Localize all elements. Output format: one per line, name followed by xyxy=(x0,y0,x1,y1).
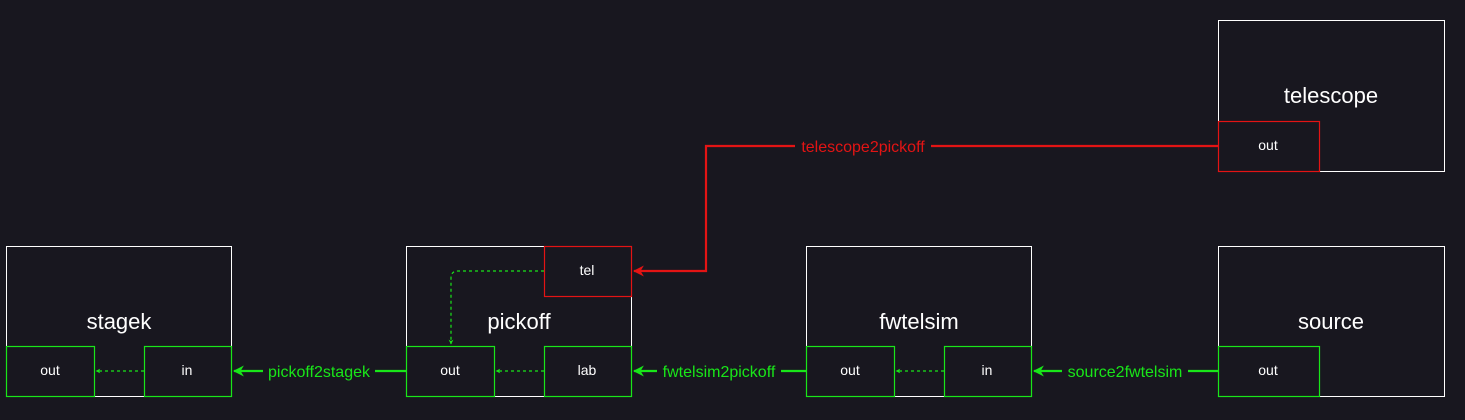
port-stagek-in[interactable]: in xyxy=(143,345,233,398)
block-pickoff[interactable]: pickoff tel out lab xyxy=(405,245,633,398)
port-source-out[interactable]: out xyxy=(1217,345,1321,398)
connection-fwtelsim2pickoff[interactable]: fwtelsim2pickoff xyxy=(632,361,806,381)
block-pickoff-frame xyxy=(406,246,632,397)
port-pickoff-out-frame xyxy=(405,345,496,398)
port-fwtelsim-out-label: out xyxy=(840,362,860,378)
block-source-title: source xyxy=(1298,309,1364,334)
port-stagek-out-frame xyxy=(5,345,96,398)
port-telescope-out-label: out xyxy=(1258,137,1278,153)
block-fwtelsim-title: fwtelsim xyxy=(879,309,958,334)
connection-telescope2pickoff-label-bg xyxy=(795,136,931,156)
port-pickoff-lab-label: lab xyxy=(578,362,597,378)
port-stagek-in-label: in xyxy=(182,362,193,378)
block-fwtelsim[interactable]: fwtelsim out in xyxy=(805,246,1033,398)
connection-fwtelsim2pickoff-label: fwtelsim2pickoff xyxy=(663,364,776,381)
block-pickoff-title: pickoff xyxy=(487,309,551,334)
port-fwtelsim-out[interactable]: out xyxy=(805,345,896,398)
connection-fwtelsim2pickoff-label-bg xyxy=(657,361,781,381)
port-pickoff-tel-frame xyxy=(543,245,633,298)
port-stagek-out-label: out xyxy=(40,362,60,378)
port-fwtelsim-in-label: in xyxy=(982,362,993,378)
block-telescope-title: telescope xyxy=(1284,83,1378,108)
port-stagek-in-frame xyxy=(143,345,233,398)
port-pickoff-lab[interactable]: lab xyxy=(543,345,633,398)
connection-telescope2pickoff-line xyxy=(632,144,1218,277)
block-stagek-frame xyxy=(6,246,232,397)
connection-source2fwtelsim-label-bg xyxy=(1062,361,1188,381)
block-stagek-title: stagek xyxy=(87,309,153,334)
port-pickoff-out-label: out xyxy=(440,362,460,378)
connection-telescope2pickoff[interactable]: telescope2pickoff xyxy=(632,136,1218,277)
block-stagek[interactable]: stagek out in xyxy=(5,246,233,398)
port-pickoff-tel[interactable]: tel xyxy=(543,245,633,298)
connection-pickoff2stagek-label: pickoff2stagek xyxy=(268,364,371,381)
port-source-out-label: out xyxy=(1258,362,1278,378)
port-fwtelsim-out-frame xyxy=(805,345,896,398)
block-telescope-frame xyxy=(1218,20,1445,172)
block-source-frame xyxy=(1218,246,1445,397)
block-fwtelsim-frame xyxy=(806,246,1032,397)
pickoff-internal-link-tel xyxy=(448,270,544,345)
block-telescope[interactable]: telescope out xyxy=(1217,20,1445,173)
port-telescope-out[interactable]: out xyxy=(1217,120,1321,173)
port-fwtelsim-in[interactable]: in xyxy=(943,345,1033,398)
connection-source2fwtelsim[interactable]: source2fwtelsim xyxy=(1032,361,1218,381)
block-source[interactable]: source out xyxy=(1217,246,1445,398)
connection-pickoff2stagek[interactable]: pickoff2stagek xyxy=(232,361,406,381)
port-pickoff-out[interactable]: out xyxy=(405,345,496,398)
port-fwtelsim-in-frame xyxy=(943,345,1033,398)
connection-telescope2pickoff-label: telescope2pickoff xyxy=(801,139,925,156)
connection-source2fwtelsim-label: source2fwtelsim xyxy=(1068,364,1183,381)
port-pickoff-lab-frame xyxy=(543,345,633,398)
port-pickoff-tel-label: tel xyxy=(580,262,595,278)
port-source-out-frame xyxy=(1217,345,1321,398)
connection-pickoff2stagek-label-bg xyxy=(263,361,375,381)
port-telescope-out-frame xyxy=(1217,120,1321,173)
port-stagek-out[interactable]: out xyxy=(5,345,96,398)
